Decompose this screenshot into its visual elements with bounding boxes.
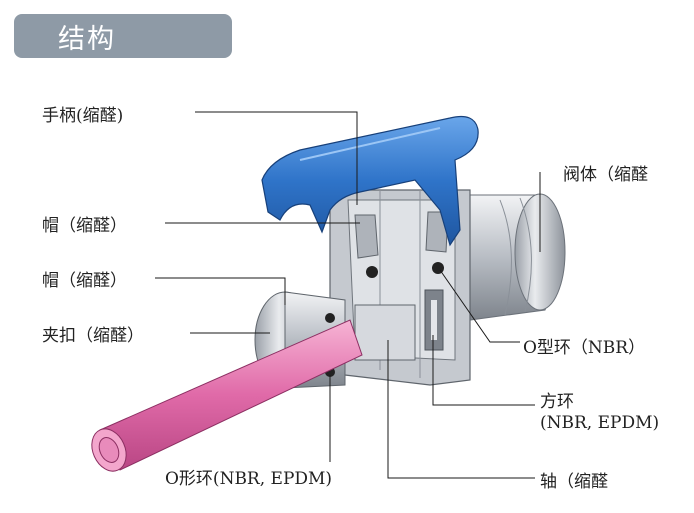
- label-handle: 手柄(缩醛): [42, 106, 124, 126]
- label-cap-2: 帽（缩醛）: [42, 271, 127, 291]
- right-fitting: [467, 193, 566, 321]
- leader-square-ring: [432, 335, 535, 406]
- label-square-ring-material: (NBR, EPDM): [540, 413, 660, 433]
- pink-tube: [91, 319, 363, 472]
- label-shaft: 轴（缩醛: [540, 472, 608, 492]
- label-valve-body: 阀体（缩醛: [563, 165, 648, 185]
- leader-cap2: [155, 277, 286, 305]
- label-oring-bottom: O形环(NBR, EPDM): [165, 469, 333, 489]
- leader-handle: [195, 111, 358, 205]
- shaft: [354, 304, 416, 361]
- leader-oring-top: [439, 269, 520, 343]
- leader-shaft: [387, 340, 535, 479]
- title-badge: [14, 14, 232, 58]
- label-cap-1: 帽（缩醛）: [42, 216, 127, 236]
- label-clip: 夹扣（缩醛）: [42, 326, 144, 346]
- label-oring-top: O型环（NBR）: [523, 338, 646, 358]
- page-title: 结构: [58, 24, 116, 55]
- leader-lines: [155, 111, 541, 479]
- blue-handle: [261, 115, 479, 247]
- label-square-ring: 方环: [540, 392, 574, 412]
